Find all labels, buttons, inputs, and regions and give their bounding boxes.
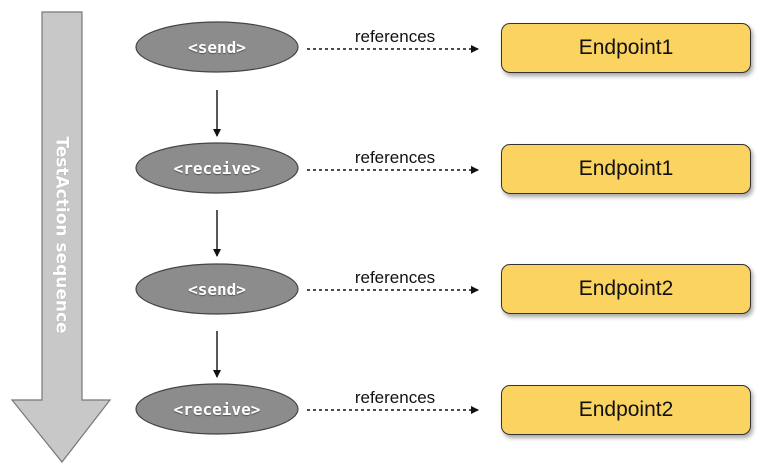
sequence-label-text: TestAction sequence [52,136,73,334]
endpoint-box-4: Endpoint2 [501,385,751,435]
sequence-label: TestAction sequence [47,120,77,350]
action-label-2: <receive> [173,158,261,178]
sequence-arrow [10,11,112,463]
action-ellipse-receive-2 [135,383,299,435]
reference-label-4: references [354,388,436,407]
reference-label-1: references [354,27,436,46]
action-ellipse-send-1 [135,21,299,73]
endpoint-box-1: Endpoint1 [501,23,751,73]
reference-label-2: references [354,148,436,167]
action-ellipse-receive-1 [135,142,299,194]
action-label-1: <send> [188,37,246,57]
endpoint-box-2: Endpoint1 [501,144,751,194]
reference-label-3: references [354,268,436,287]
action-label-4: <receive> [173,399,261,419]
action-ellipse-send-2 [135,263,299,315]
endpoint-box-3: Endpoint2 [501,264,751,314]
action-label-3: <send> [188,279,246,299]
